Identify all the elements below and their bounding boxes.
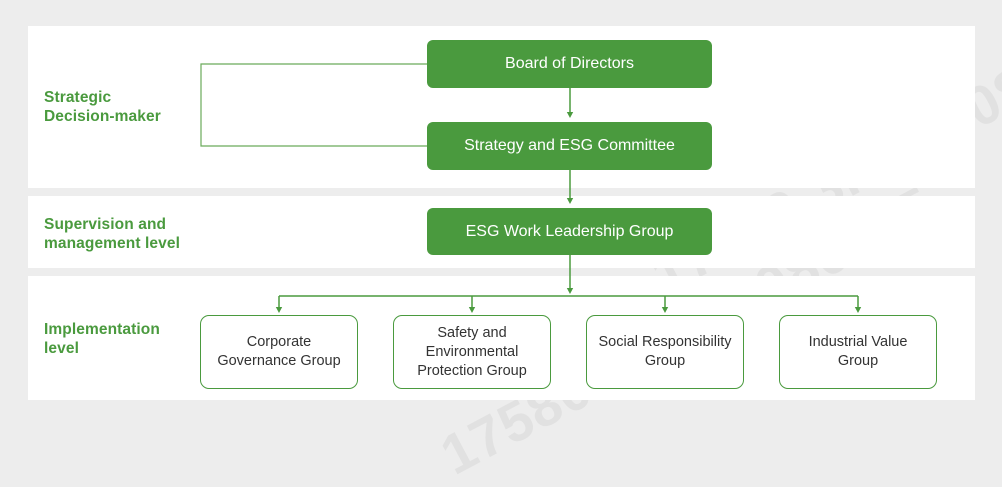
level-label-implementation: Implementation level	[44, 321, 160, 357]
level-label-strategic: Strategic Decision-maker	[44, 89, 161, 125]
node-social-responsibility-group[interactable]: Social Responsibility Group	[586, 315, 744, 389]
level-label-supervision: Supervision and management level	[44, 216, 180, 252]
node-corporate-governance-group[interactable]: Corporate Governance Group	[200, 315, 358, 389]
node-board-of-directors[interactable]: Board of Directors	[427, 40, 712, 88]
node-industrial-value-group[interactable]: Industrial Value Group	[779, 315, 937, 389]
org-chart-diagram: 17580 3ııı028080035 17580 3ııı028080035 …	[28, 0, 1002, 487]
node-safety-and-environmental-protection-group[interactable]: Safety and Environmental Protection Grou…	[393, 315, 551, 389]
node-strategy-and-esg-committee[interactable]: Strategy and ESG Committee	[427, 122, 712, 170]
node-esg-work-leadership-group[interactable]: ESG Work Leadership Group	[427, 208, 712, 255]
